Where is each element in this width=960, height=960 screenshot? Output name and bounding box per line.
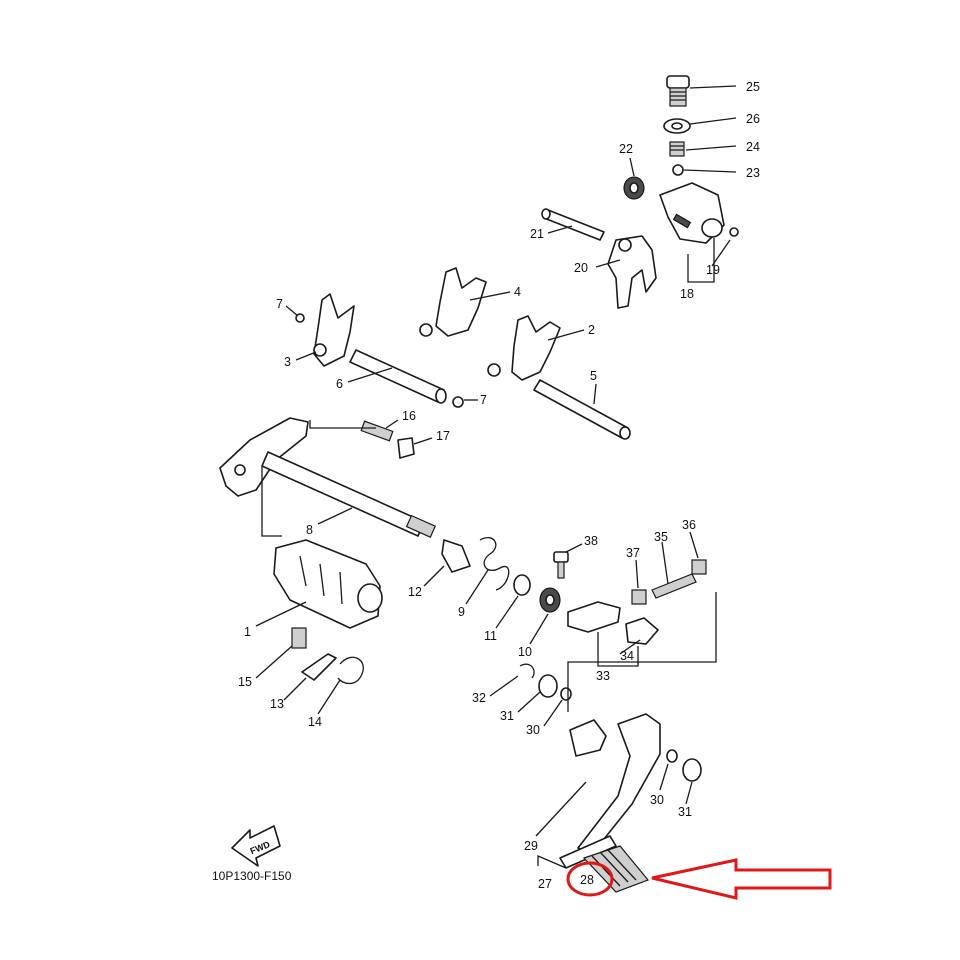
spring-14 (337, 656, 364, 685)
callout-11: 11 (484, 629, 497, 643)
callout-14: 14 (308, 715, 322, 729)
joint-33 (567, 601, 621, 633)
stopper-lever-13 (301, 653, 337, 681)
highlight-circle-28 (566, 861, 614, 897)
callout-22: 22 (619, 142, 633, 156)
bolt-25 (666, 75, 690, 107)
leader-lines (255, 85, 737, 869)
bolt-16 (360, 420, 394, 442)
callout-8: 8 (306, 523, 313, 537)
callout-21: 21 (530, 227, 544, 241)
callout-30-left: 30 (526, 723, 540, 737)
spring-9 (479, 537, 510, 591)
collar-12 (441, 539, 471, 573)
callout-6: 6 (336, 377, 343, 391)
callout-31-right: 31 (678, 805, 692, 819)
clip-17 (397, 437, 415, 459)
callout-38: 38 (584, 534, 598, 548)
shift-drum-1 (273, 539, 383, 629)
washer-26 (663, 118, 691, 134)
circlip-32 (519, 663, 535, 679)
callout-27: 27 (538, 877, 552, 891)
washer-30-right (666, 749, 678, 763)
shift-fork-2 (487, 315, 561, 381)
callout-30-right: 30 (650, 793, 664, 807)
callout-28: 28 (580, 873, 594, 887)
callout-34: 34 (620, 649, 634, 663)
washer-31-left (538, 674, 558, 698)
callout-4: 4 (514, 285, 521, 299)
callout-5: 5 (590, 369, 597, 383)
callout-26: 26 (746, 112, 760, 126)
spring-24 (669, 141, 685, 157)
bolt-15 (291, 627, 307, 649)
washer-31-right (682, 758, 702, 782)
callout-10: 10 (518, 645, 532, 659)
callout-3: 3 (284, 355, 291, 369)
callout-9: 9 (458, 605, 465, 619)
circlip-7-mid (452, 396, 464, 408)
callout-31-left: 31 (500, 709, 514, 723)
bolt-38 (553, 551, 569, 579)
callout-24: 24 (746, 140, 760, 154)
diagram-code: 10P1300-F150 (212, 869, 292, 883)
callout-18: 18 (680, 287, 694, 301)
washer-11 (513, 574, 531, 596)
highlight-arrow (651, 858, 832, 900)
callout-25: 25 (746, 80, 760, 94)
nut-37 (631, 589, 647, 605)
callout-16: 16 (402, 409, 416, 423)
segment-plate (219, 417, 309, 497)
callout-37: 37 (626, 546, 640, 560)
fwd-arrow-icon: FWD (231, 825, 281, 867)
guide-bar-6 (349, 349, 447, 404)
shift-rod-35 (651, 573, 697, 599)
shift-fork-4 (419, 267, 487, 337)
callout-36: 36 (682, 518, 696, 532)
shift-lever-assembly-18 (659, 182, 725, 244)
callout-2: 2 (588, 323, 595, 337)
callout-numbers: 25 26 24 23 22 21 20 19 18 7 3 6 7 4 2 5… (238, 80, 760, 891)
pedal-rubber-28 (582, 845, 649, 893)
callout-29: 29 (524, 839, 538, 853)
callout-20: 20 (574, 261, 588, 275)
callout-33: 33 (596, 669, 610, 683)
nut-36 (691, 559, 707, 575)
pin-19 (729, 227, 739, 237)
oil-seal-10 (539, 587, 561, 613)
shift-fork-3 (313, 293, 355, 367)
callout-23: 23 (746, 166, 760, 180)
guide-bar-21 (541, 208, 605, 241)
ball-23 (672, 164, 684, 176)
callout-19: 19 (706, 263, 720, 277)
callout-1: 1 (244, 625, 251, 639)
joint-34 (625, 617, 659, 645)
shift-fork-20 (607, 235, 657, 309)
oil-seal-22 (623, 176, 645, 200)
callout-13: 13 (270, 697, 284, 711)
callout-7-top: 7 (276, 297, 283, 311)
washer-30-left (560, 687, 572, 701)
callout-15: 15 (238, 675, 252, 689)
callout-17: 17 (436, 429, 450, 443)
callout-12: 12 (408, 585, 422, 599)
shift-shaft-8 (261, 451, 437, 538)
callout-7-mid: 7 (480, 393, 487, 407)
guide-bar-5 (533, 379, 631, 440)
shift-pedal-27 (559, 713, 661, 869)
callout-32: 32 (472, 691, 486, 705)
callout-35: 35 (654, 530, 668, 544)
